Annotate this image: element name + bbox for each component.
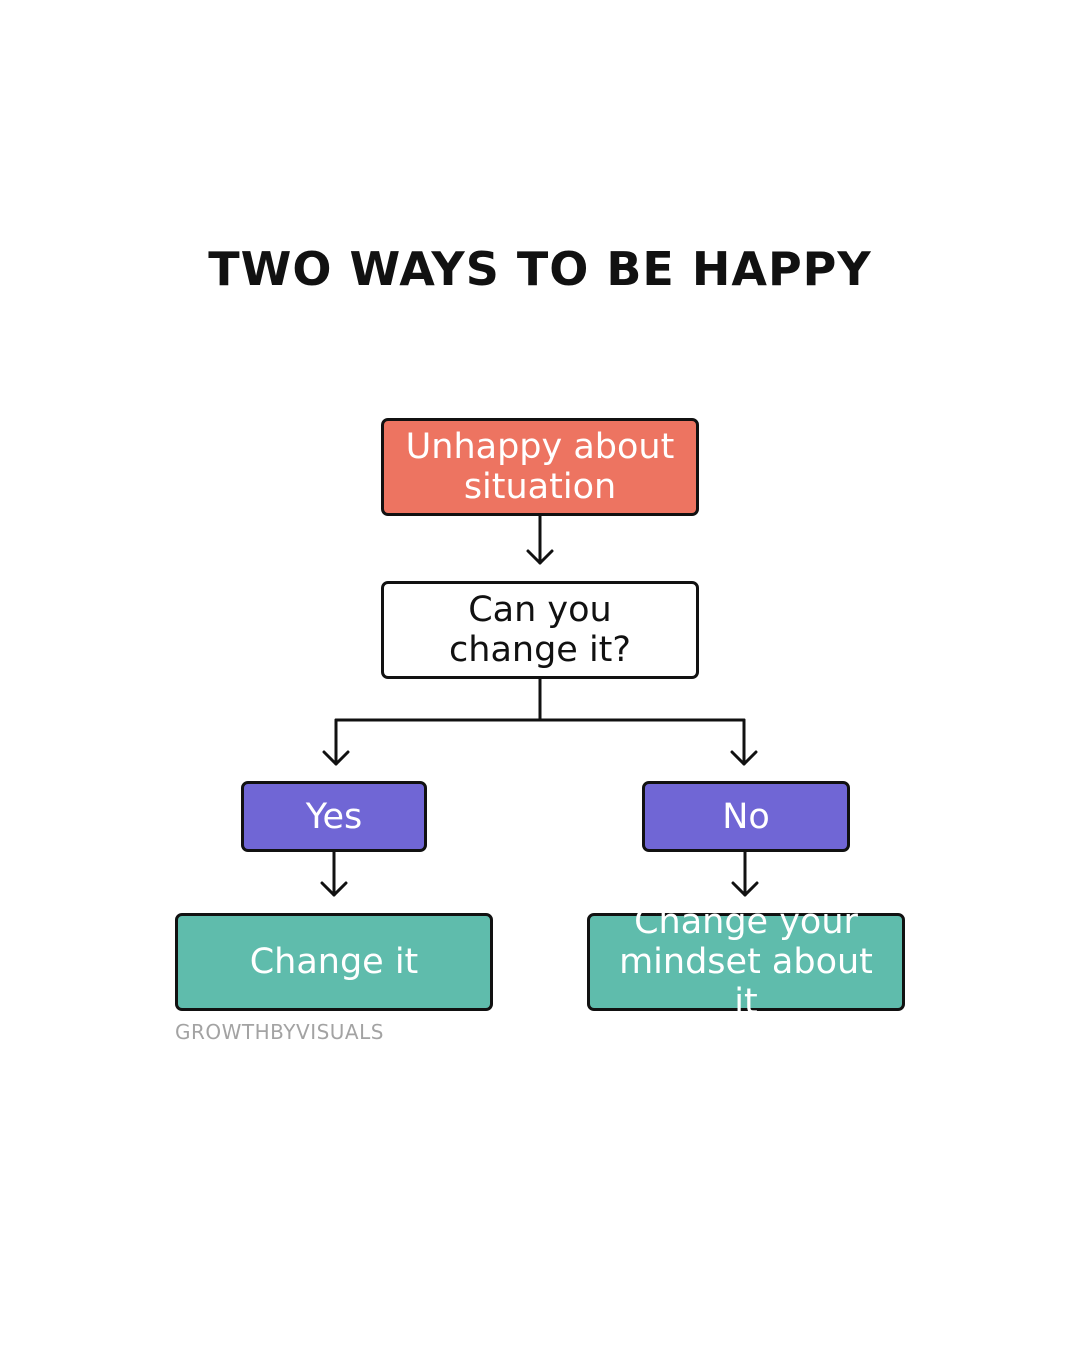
- node-change-it: Change it: [175, 913, 493, 1011]
- node-label: No: [722, 796, 770, 837]
- node-can-you-change-it: Can you change it?: [381, 581, 699, 679]
- node-change-your-mindset: Change your mindset about it: [587, 902, 905, 1022]
- node-label: Yes: [305, 796, 363, 837]
- branch-connector: [334, 677, 746, 722]
- arrow-to-yes: [322, 718, 350, 766]
- watermark: GROWTHBYVISUALS: [175, 1020, 384, 1044]
- node-yes: Yes: [241, 781, 427, 852]
- arrow-start-to-question: [526, 514, 554, 565]
- node-label: Can you change it?: [449, 590, 631, 670]
- diagram-title: TWO WAYS TO BE HAPPY: [208, 242, 872, 296]
- arrow-no-to-mindset: [731, 850, 759, 897]
- node-unhappy-about-situation: Unhappy about situation: [381, 418, 699, 516]
- node-label: Change your mindset about it: [619, 902, 873, 1022]
- node-label: Change it: [249, 942, 419, 982]
- arrow-yes-to-change: [320, 850, 348, 897]
- node-no: No: [642, 781, 850, 852]
- node-label: Unhappy about situation: [405, 427, 675, 507]
- arrow-to-no: [730, 718, 758, 766]
